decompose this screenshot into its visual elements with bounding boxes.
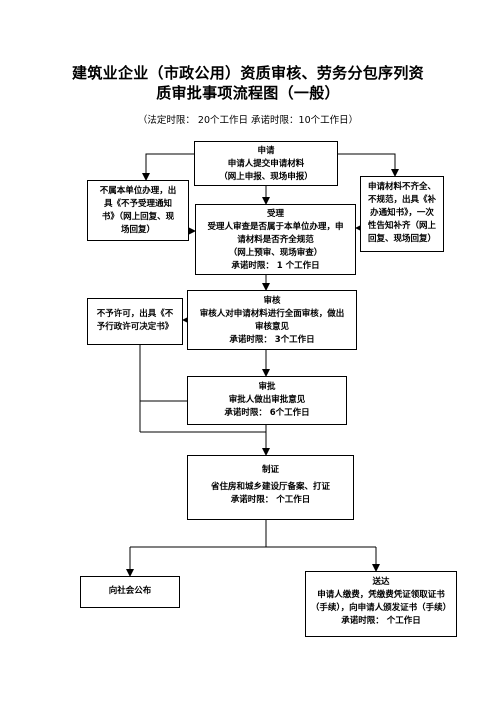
not-accepted-line: 具《不予受理通知 [103,199,172,209]
incomplete-line: 不规范，出具《补 [367,195,436,205]
step-approve-time: 承诺时限： 6个工作日 [224,408,310,418]
time-limit-note: （法定时限： 20个工作日 承诺时限：10个工作日） [137,115,359,126]
step-deliver-time: 承诺时限： 个工作日 [341,616,421,626]
step-accept-box: 受理 受理人审查是否属于本单位办理，申 请材料是否齐全规范 （网上预审、现场审查… [195,204,356,275]
step-review-title: 审核 [263,296,281,306]
incomplete-line: 回复、现场回复） [367,234,436,244]
step-accept-title: 受理 [266,209,284,219]
arrow-approve-to-not-permitted [139,345,187,402]
step-certify-line: 省住房和城乡建设厅备案、打证 [210,482,330,492]
step-approve-line: 审批人做出审批意见 [228,395,306,405]
step-review-line: 审核人对申请材料进行全面审核，做出 [199,309,345,319]
step-apply-line: （网上申报、现场申报） [219,172,313,182]
incomplete-materials-box: 申请材料不齐全、 不规范，出具《补 办通知书》，一次 性告知补齐（网上 回复、现… [360,176,444,252]
step-review-time: 承诺时限： 3个工作日 [229,335,315,345]
page-title-line-2: 质审批事项流程图（一般） [156,84,340,102]
step-review-line: 审核意见 [254,322,289,332]
not-accepted-line: 书》（网上回复、现 [101,212,175,222]
step-apply-box: 申请 申请人提交申请材料 （网上申报、现场申报） [194,141,338,186]
step-deliver-title: 送达 [372,577,390,587]
page-title-line-1: 建筑业企业（市政公用）资质审核、劳务分包序列资 [72,64,424,82]
step-accept-line: 请材料是否齐全规范 [237,235,314,245]
incomplete-line: 申请材料不齐全、 [367,182,436,192]
not-permitted-line: 不予许可，出具《不 [96,309,174,319]
step-certify-title: 制证 [261,465,279,475]
publish-label: 向社会公布 [108,586,152,596]
step-deliver-line: （手续），向申请人颁发证书（手续） [310,603,452,613]
step-approve-title: 审批 [258,382,276,392]
not-accepted-line: 场回复） [120,225,155,235]
step-certify-box: 制证 省住房和城乡建设厅备案、打证 承诺时限： 个工作日 [187,455,354,520]
step-accept-time: 承诺时限： 1 个工作日 [231,261,320,271]
step-accept-line: 受理人审查是否属于本单位办理，申 [207,222,344,232]
arrow-apply-to-incomplete [338,153,399,177]
step-certify-time: 承诺时限： 个工作日 [230,495,311,505]
incomplete-line: 办通知书》，一次 [370,208,434,218]
not-accepted-box: 不属本单位办理，出 具《不予受理通知 书》（网上回复、现 场回复） [87,180,189,241]
step-approve-box: 审批 审批人做出审批意见 承诺时限： 6个工作日 [187,376,347,425]
step-apply-title: 申请 [257,146,275,156]
incomplete-line: 性告知补齐（网上 [367,221,436,231]
not-permitted-box: 不予许可，出具《不 予行政许可决定书》 [87,298,183,345]
publish-box: 向社会公布 [80,576,180,608]
step-deliver-line: 申请人缴费，凭缴费凭证领取证书 [317,590,445,600]
step-deliver-box: 送达 申请人缴费，凭缴费凭证领取证书 （手续），向申请人颁发证书（手续） 承诺时… [305,571,457,637]
not-permitted-line: 予行政许可决定书》 [96,322,174,332]
step-accept-line: （网上预审、现场审查） [228,248,323,258]
step-apply-line: 申请人提交申请材料 [227,159,305,169]
not-accepted-line: 不属本单位办理，出 [99,186,177,196]
arrow-apply-to-not-accepted [142,153,194,181]
step-review-box: 审核 审核人对申请材料进行全面审核，做出 审核意见 承诺时限： 3个工作日 [187,290,357,350]
